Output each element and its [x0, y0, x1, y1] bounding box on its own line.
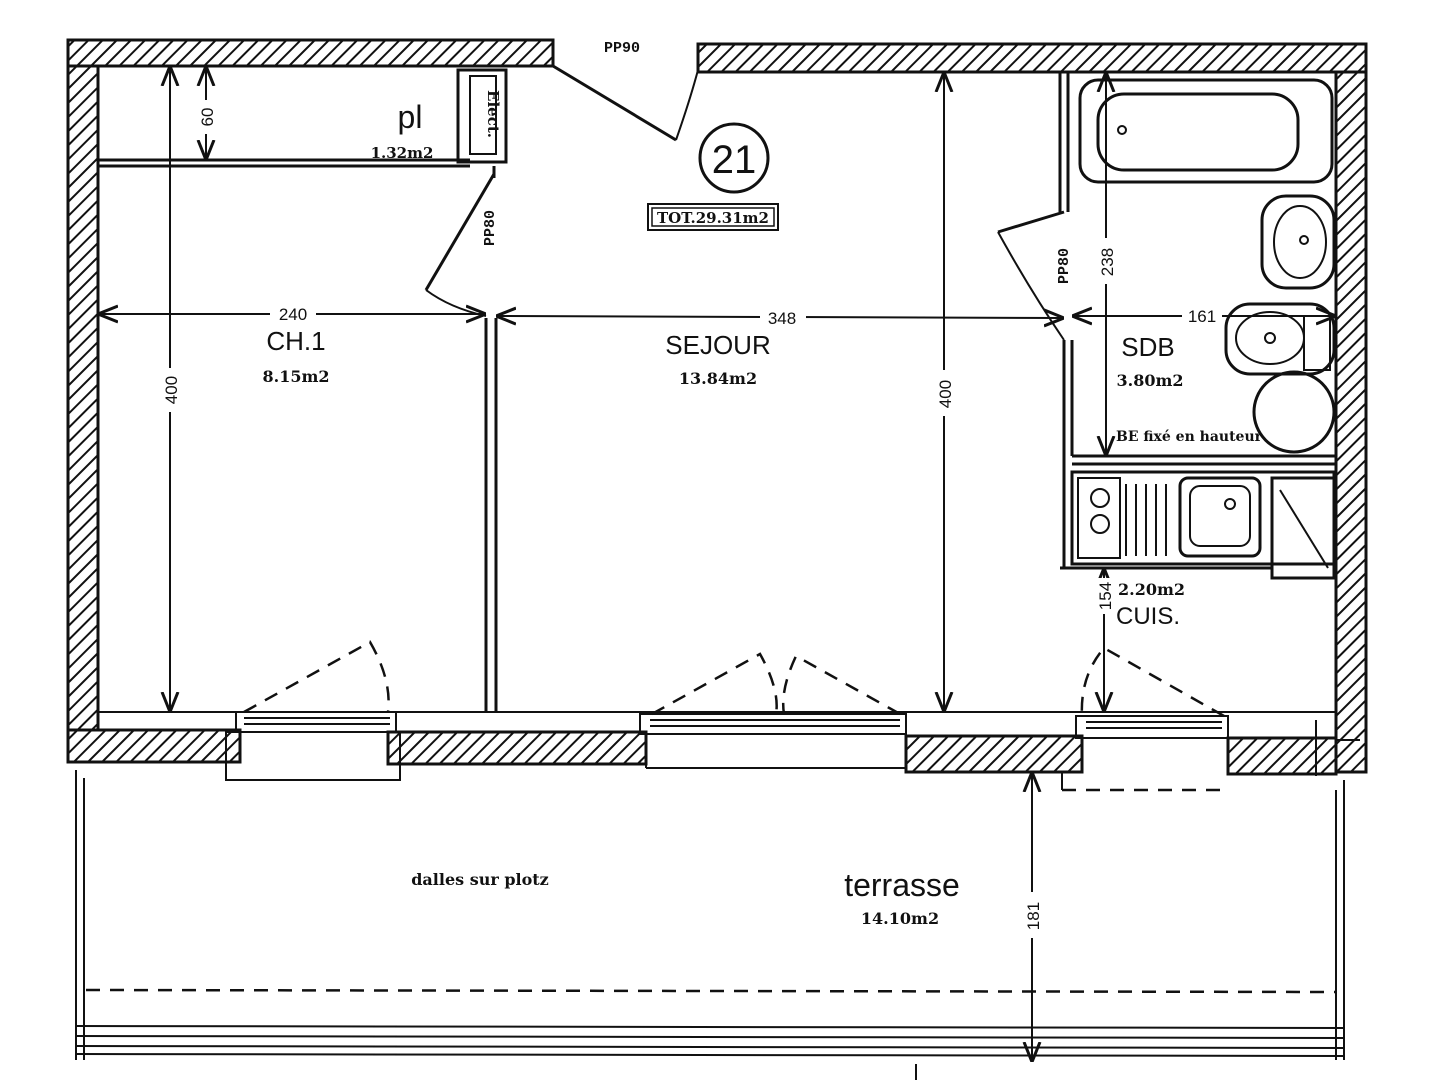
bedroom-door-arc	[425, 289, 487, 317]
dimension-labels: 60 400 240 348 161 400 238 154 181	[160, 100, 1222, 938]
bottom-wall-1	[66, 728, 242, 764]
total-area: TOT.29.31m2	[657, 209, 769, 227]
terrace-area: 14.10m2	[861, 909, 939, 928]
hob	[1077, 477, 1121, 559]
bathroom-door-leaf	[997, 210, 1065, 234]
apartment-tag: 21 TOT.29.31m2	[647, 122, 779, 231]
sdb-area: 3.80m2	[1116, 371, 1183, 390]
kitchen-area: 2.20m2	[1118, 580, 1185, 599]
bottom-wall-3	[904, 734, 1084, 774]
bedroom-door-label: PP80	[482, 210, 499, 246]
washbasin-bowl	[1273, 205, 1327, 279]
bathroom-fixtures	[1078, 78, 1336, 454]
apartment-number: 21	[712, 138, 757, 182]
bathroom-door-label: PP80	[1056, 248, 1073, 284]
closet-name: pl	[398, 99, 423, 135]
top-wall-left	[66, 38, 555, 68]
terrace-name: terrasse	[844, 867, 960, 903]
dim-bedroom-depth: 400	[162, 376, 181, 404]
bedroom-door-leaf	[424, 173, 496, 291]
bottom-wall-2	[386, 730, 648, 766]
hob-burner-2	[1090, 514, 1110, 534]
terrace-note: dalles sur plotz	[411, 870, 549, 889]
apartment-number-circle	[698, 122, 770, 194]
dim-sejour-depth: 400	[936, 380, 955, 408]
exterior-walls	[66, 38, 1368, 776]
fridge	[1270, 476, 1336, 580]
entry-door-arc	[675, 69, 699, 141]
dim-sejour-width: 348	[768, 309, 796, 328]
water-heater	[1252, 370, 1336, 454]
washbasin	[1260, 194, 1336, 290]
bathtub	[1078, 78, 1334, 184]
sejour-area: 13.84m2	[679, 369, 757, 388]
bathtub-drain	[1117, 125, 1127, 135]
bathtub-basin	[1096, 92, 1300, 172]
bottom-wall-4	[1226, 736, 1338, 776]
room-labels: pl 1.32m2 Elect. CH.1 8.15m2 SEJOUR 13.8…	[262, 90, 1262, 928]
sdb-fixture-note: BE fixé en hauteur	[1116, 429, 1263, 445]
terrace	[75, 770, 1345, 1080]
dim-kitchen-depth: 154	[1096, 582, 1115, 610]
elect-label: Elect.	[484, 90, 502, 138]
bedroom-area: 8.15m2	[262, 367, 329, 386]
bathroom-door-arc	[997, 231, 1065, 341]
bedroom-name: CH.1	[266, 326, 325, 356]
entry-door-leaf	[552, 64, 677, 142]
entry-door-label: PP90	[604, 40, 640, 57]
kitchen-fixtures	[1070, 470, 1336, 580]
kitchen-name: CUIS.	[1116, 603, 1180, 630]
sejour-name: SEJOUR	[665, 330, 770, 360]
hob-burner-1	[1090, 488, 1110, 508]
door-labels: PP90 PP80 PP80	[482, 40, 1073, 284]
dim-closet-depth: 60	[198, 108, 217, 127]
sdb-name: SDB	[1121, 332, 1174, 362]
dim-bedroom-width: 240	[279, 305, 307, 324]
dim-sdb-width: 161	[1188, 307, 1216, 326]
right-wall	[1334, 70, 1368, 774]
dim-sdb-depth: 238	[1098, 248, 1117, 276]
kitchen-sink	[1178, 476, 1262, 558]
toilet-bowl	[1235, 311, 1305, 365]
closet-area: 1.32m2	[371, 144, 434, 162]
top-wall-right	[696, 42, 1368, 74]
windows	[225, 640, 1360, 792]
dim-terrace-depth: 181	[1024, 902, 1043, 930]
left-wall	[66, 64, 100, 732]
